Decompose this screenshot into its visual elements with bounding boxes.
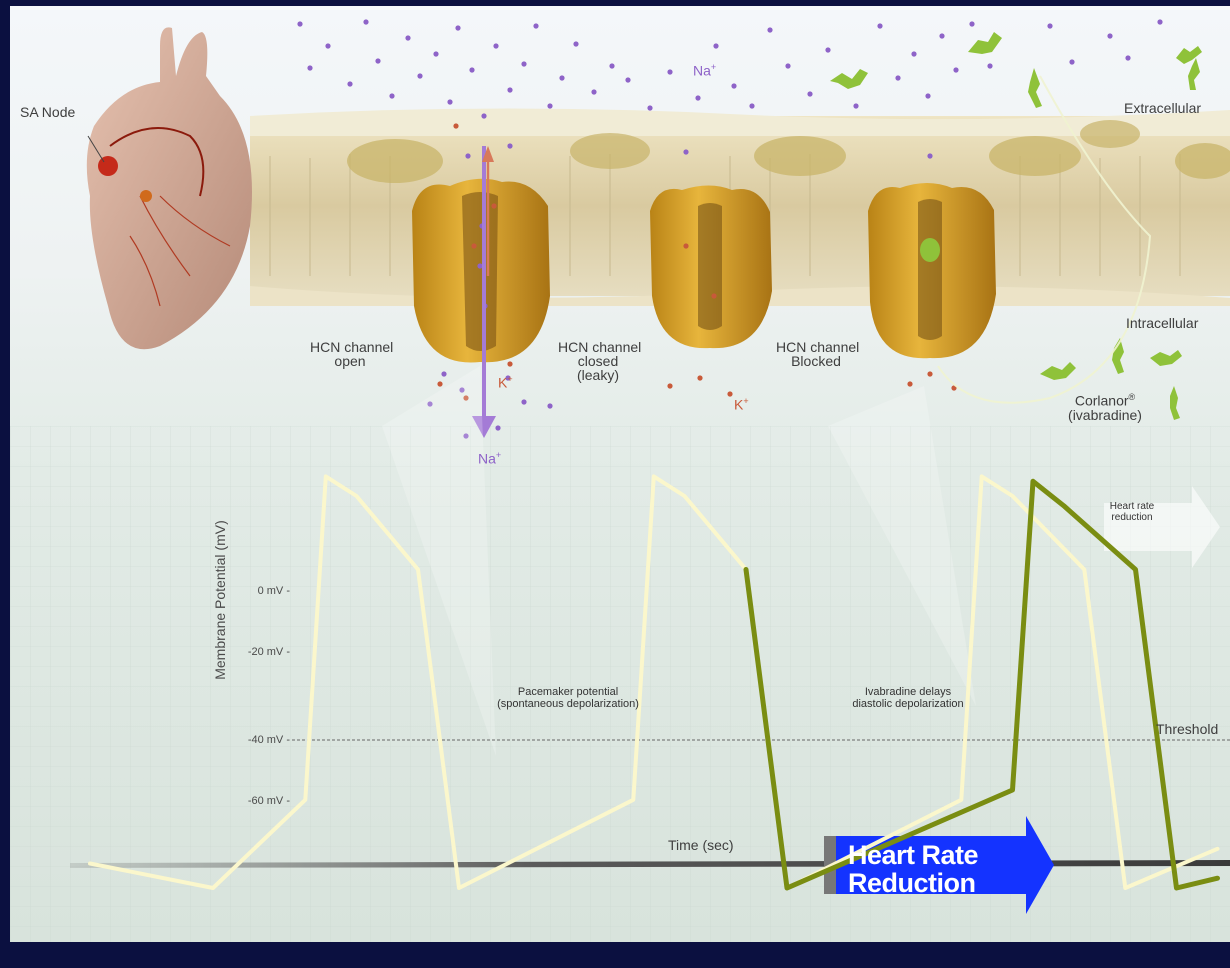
hcn-blocked-line2: Blocked: [776, 354, 856, 368]
extracellular-label: Extracellular: [1124, 101, 1201, 115]
corlanor-reg: ®: [1129, 392, 1136, 402]
k-left-text: K: [498, 375, 507, 391]
heart-illustration: [87, 27, 252, 349]
intracellular-label: Intracellular: [1126, 316, 1198, 330]
intracellular-text: Intracellular: [1126, 315, 1198, 331]
threshold-label: Threshold: [1156, 722, 1218, 736]
sa-node-marker: [98, 156, 118, 176]
extracellular-text: Extracellular: [1124, 100, 1201, 116]
hr-small-line1: Heart rate: [1102, 501, 1162, 512]
threshold-text: Threshold: [1156, 721, 1218, 737]
y-tick-minus20: -20 mV -: [230, 646, 290, 658]
na-bottom-label: Na+: [478, 448, 501, 466]
hcn-blocked-label: HCN channel Blocked: [776, 340, 856, 368]
y-axis-text: Membrane Potential (mV): [212, 520, 228, 680]
k-mid-sup: +: [743, 396, 748, 406]
na-top-sup: +: [711, 62, 716, 72]
hcn-channel-blocked: [868, 183, 996, 358]
pacemaker-label: Pacemaker potential (spontaneous depolar…: [478, 686, 658, 710]
sa-node-text: SA Node: [20, 104, 75, 120]
hr-small-line2: reduction: [1102, 512, 1162, 523]
hcn-open-label: HCN channel open: [310, 340, 390, 368]
hcn-open-line2: open: [310, 354, 390, 368]
figure-canvas: [10, 6, 1230, 942]
k-mid-text: K: [734, 397, 743, 413]
sa-node-label: SA Node: [20, 105, 75, 119]
heart-rate-reduction-text[interactable]: Heart Rate Reduction: [848, 841, 978, 897]
hcn-channel-open: [412, 179, 550, 363]
k-mid-label: K+: [734, 394, 749, 412]
hcn-open-line1: HCN channel: [310, 340, 390, 354]
hcn-blocked-line1: HCN channel: [776, 340, 856, 354]
hrr-line2: Reduction: [848, 869, 978, 897]
hcn-closed-line2: closed: [558, 354, 638, 368]
pacemaker-line2: (spontaneous depolarization): [478, 698, 658, 710]
na-top-label: Na+: [693, 60, 716, 78]
ivab-effect-line1: Ivabradine delays: [828, 686, 988, 698]
x-axis-label: Time (sec): [668, 838, 734, 852]
k-left-label: K+: [498, 372, 513, 390]
y-axis-label: Membrane Potential (mV): [213, 510, 227, 690]
na-top-text: Na: [693, 63, 711, 79]
hcn-closed-line1: HCN channel: [558, 340, 638, 354]
ivabradine-text: (ivabradine): [1062, 408, 1148, 422]
ivab-effect-line2: diastolic depolarization: [828, 698, 988, 710]
hcn-closed-label: HCN channel closed (leaky): [558, 340, 638, 382]
y-tick-minus60: -60 mV -: [230, 795, 290, 807]
hrr-line1: Heart Rate: [848, 841, 978, 869]
bound-ivabradine: [920, 238, 940, 262]
corlanor-name: Corlanor®: [1062, 390, 1148, 408]
pacemaker-line1: Pacemaker potential: [478, 686, 658, 698]
y-tick-minus40: -40 mV -: [230, 734, 290, 746]
na-bottom-text: Na: [478, 451, 496, 467]
hcn-channel-closed: [650, 186, 772, 349]
hr-small-label: Heart rate reduction: [1102, 501, 1162, 523]
na-bottom-sup: +: [496, 450, 501, 460]
x-axis-text: Time (sec): [668, 837, 734, 853]
figure-panel: SA Node Extracellular Intracellular Na+ …: [10, 6, 1230, 942]
hcn-closed-line3: (leaky): [558, 368, 638, 382]
k-left-sup: +: [507, 374, 512, 384]
corlanor-label: Corlanor® (ivabradine): [1062, 390, 1148, 422]
ivabradine-effect-label: Ivabradine delays diastolic depolarizati…: [828, 686, 988, 710]
y-tick-0: 0 mV -: [230, 585, 290, 597]
